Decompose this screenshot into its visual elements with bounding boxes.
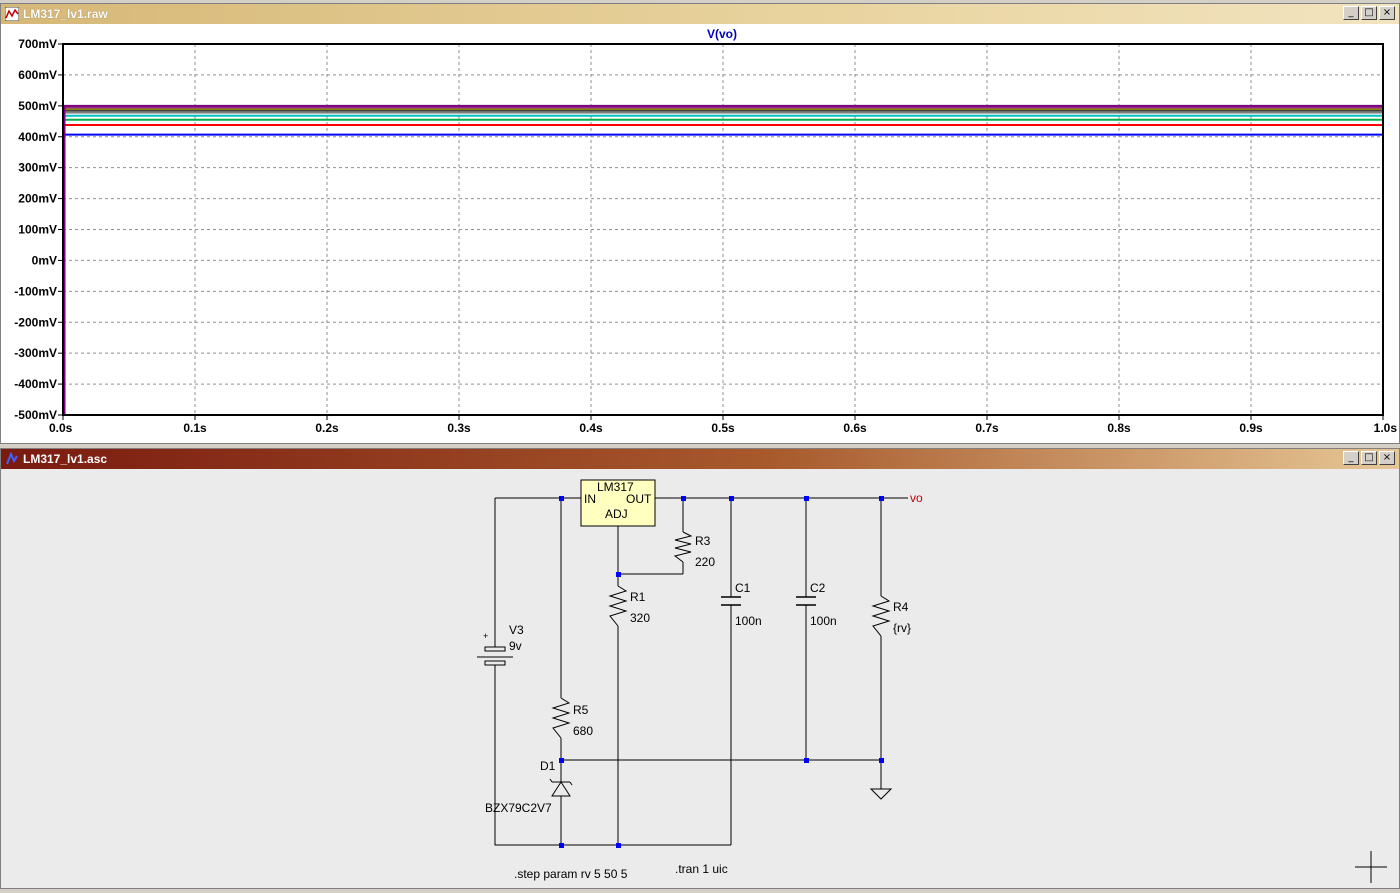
restore-button[interactable]: □ bbox=[1361, 6, 1377, 20]
close-button[interactable]: × bbox=[1379, 6, 1395, 20]
minimize-button[interactable]: _ bbox=[1343, 6, 1359, 20]
waveform-titlebar[interactable]: LM317_lv1.raw _ □ × bbox=[1, 4, 1399, 24]
r3-ref: R3 bbox=[695, 534, 711, 548]
capacitor-symbols bbox=[721, 596, 816, 606]
y-tick-label: 500mV bbox=[18, 99, 57, 113]
waveform-window-title: LM317_lv1.raw bbox=[23, 7, 108, 21]
resistor-symbols bbox=[551, 531, 891, 739]
y-tick-label: -400mV bbox=[14, 377, 57, 391]
lm317-box[interactable] bbox=[580, 479, 656, 527]
x-tick-label: 0.3s bbox=[447, 421, 471, 435]
r4-ref: R4 bbox=[893, 600, 909, 614]
schematic-drawing[interactable]: LM317 IN OUT ADJ R3 220 R1 320 C1 100n C… bbox=[1, 469, 1399, 888]
y-tick-label: -300mV bbox=[14, 346, 57, 360]
d1-value: BZX79C2V7 bbox=[485, 801, 552, 815]
regulator-in-pin: IN bbox=[584, 492, 596, 506]
schematic-canvas[interactable]: LM317 IN OUT ADJ R3 220 R1 320 C1 100n C… bbox=[1, 469, 1399, 888]
y-tick-label: -100mV bbox=[14, 284, 57, 298]
schematic-window-title: LM317_lv1.asc bbox=[23, 452, 108, 466]
y-axis-ticks: 700mV 600mV 500mV 400mV 300mV 200mV 100mV 0mV -1… bbox=[14, 37, 63, 422]
r1-symbol bbox=[608, 585, 628, 627]
x-tick-label: 0.8s bbox=[1107, 421, 1131, 435]
schematic-icon bbox=[6, 452, 18, 465]
x-tick-label: 0.7s bbox=[975, 421, 999, 435]
schematic-titlebar[interactable]: LM317_lv1.asc _ □ × bbox=[1, 449, 1399, 469]
y-tick-label: 0mV bbox=[32, 253, 57, 267]
v3-ref: V3 bbox=[509, 623, 524, 637]
r1-ref: R1 bbox=[630, 590, 646, 604]
r1-value: 320 bbox=[630, 611, 650, 625]
waveform-window: LM317_lv1.raw _ □ × 700mV 600mV 500mV 400mV… bbox=[0, 3, 1400, 444]
r3-symbol bbox=[673, 531, 693, 563]
y-tick-label: 200mV bbox=[18, 192, 57, 206]
y-tick-label: 600mV bbox=[18, 68, 57, 82]
r4-value: {rv} bbox=[893, 621, 911, 635]
x-tick-label: 0.6s bbox=[843, 421, 867, 435]
junction-dots bbox=[559, 496, 884, 848]
crosshair-cursor-icon bbox=[1355, 851, 1387, 883]
x-tick-label: 0.5s bbox=[711, 421, 735, 435]
y-tick-label: 700mV bbox=[18, 37, 57, 51]
x-tick-label: 1.0s bbox=[1374, 421, 1398, 435]
r4-symbol bbox=[871, 595, 891, 637]
r3-value: 220 bbox=[695, 555, 715, 569]
x-tick-label: 0.1s bbox=[183, 421, 207, 435]
x-tick-label: 0.9s bbox=[1239, 421, 1263, 435]
d1-ref: D1 bbox=[540, 759, 556, 773]
regulator-out-pin: OUT bbox=[626, 492, 652, 506]
v3-value: 9v bbox=[509, 639, 522, 653]
c1-value: 100n bbox=[735, 614, 762, 628]
x-tick-label: 0.4s bbox=[579, 421, 603, 435]
zener-diode-symbol bbox=[549, 778, 573, 802]
regulator-name: LM317 bbox=[597, 480, 634, 494]
y-tick-label: -500mV bbox=[14, 408, 57, 422]
schematic-window: LM317_lv1.asc _ □ × bbox=[0, 448, 1400, 889]
r5-ref: R5 bbox=[573, 703, 589, 717]
plot-grid bbox=[63, 44, 1383, 415]
y-tick-label: 400mV bbox=[18, 130, 57, 144]
minimize-button[interactable]: _ bbox=[1343, 451, 1359, 465]
c2-value: 100n bbox=[810, 614, 837, 628]
waveform-icon bbox=[5, 7, 19, 21]
plot-pane[interactable]: 700mV 600mV 500mV 400mV 300mV 200mV 100mV 0mV -1… bbox=[1, 24, 1399, 443]
y-tick-label: 300mV bbox=[18, 161, 57, 175]
x-axis-ticks: 0.0s 0.1s 0.2s 0.3s 0.4s 0.5s 0.6s 0.7s 0.8s 0.9s… bbox=[49, 415, 1397, 435]
spice-directive-step: .step param rv 5 50 5 bbox=[514, 867, 628, 881]
spice-directive-tran: .tran 1 uic bbox=[675, 862, 728, 876]
c2-ref: C2 bbox=[810, 581, 826, 595]
ground-symbol bbox=[869, 788, 893, 800]
y-tick-label: 100mV bbox=[18, 223, 57, 237]
regulator-adj-pin: ADJ bbox=[605, 507, 628, 521]
r5-value: 680 bbox=[573, 724, 593, 738]
c1-ref: C1 bbox=[735, 581, 751, 595]
waveform-plot[interactable]: 700mV 600mV 500mV 400mV 300mV 200mV 100mV 0mV -1… bbox=[1, 24, 1399, 443]
y-tick-label: -200mV bbox=[14, 315, 57, 329]
battery-symbol bbox=[477, 636, 513, 666]
close-button[interactable]: × bbox=[1379, 451, 1395, 465]
restore-button[interactable]: □ bbox=[1361, 451, 1377, 465]
x-tick-label: 0.0s bbox=[49, 421, 73, 435]
wires bbox=[494, 497, 908, 846]
net-label-vo[interactable]: vo bbox=[910, 491, 923, 505]
r5-symbol bbox=[551, 697, 571, 739]
trace-label[interactable]: V(vo) bbox=[707, 27, 737, 41]
x-tick-label: 0.2s bbox=[315, 421, 339, 435]
battery-plus: + bbox=[483, 631, 488, 641]
